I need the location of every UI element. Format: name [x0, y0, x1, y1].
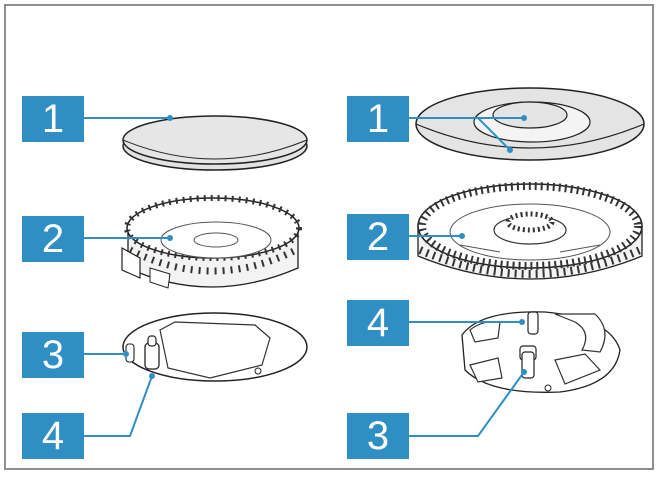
right-burner-base: [461, 311, 621, 393]
right-label-2: 2: [347, 214, 409, 260]
right-burner-head: [417, 182, 643, 280]
left-burner-base: [122, 312, 308, 382]
left-burner-head: [121, 195, 302, 289]
right-label-4: 4: [347, 300, 409, 346]
leader-left-4: [84, 375, 153, 437]
left-label-3: 3: [22, 332, 84, 378]
right-burner-cap: [415, 87, 645, 161]
leader-right-3: [409, 371, 525, 437]
left-burner-cap: [122, 115, 308, 171]
leader-lines: [84, 117, 525, 437]
left-label-1: 1: [22, 96, 84, 142]
leader-dots: [123, 115, 527, 379]
right-label-3: 3: [347, 413, 409, 459]
left-label-4: 4: [22, 413, 84, 459]
left-label-2: 2: [22, 216, 84, 262]
right-label-1: 1: [347, 96, 409, 142]
